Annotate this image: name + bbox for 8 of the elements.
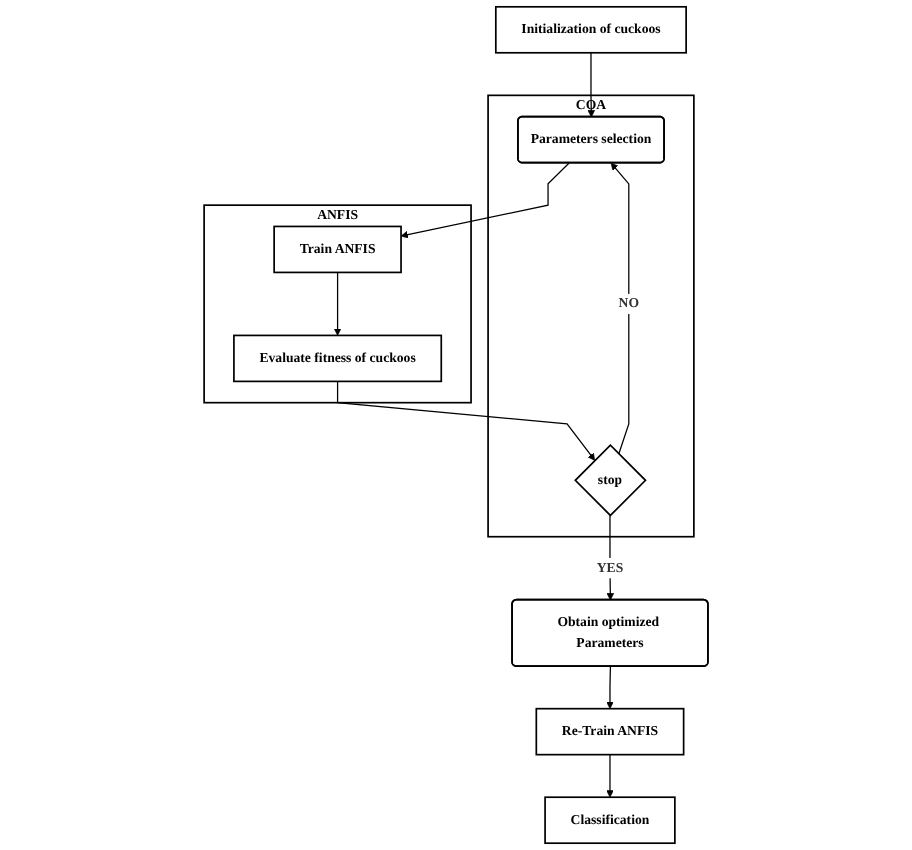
arrow [606,665,614,709]
arrow [606,754,614,798]
arrow [587,52,595,118]
arrow [606,514,615,601]
arrow [610,162,630,455]
arrow [336,380,596,461]
arrow [333,271,342,336]
arrow [400,162,570,239]
